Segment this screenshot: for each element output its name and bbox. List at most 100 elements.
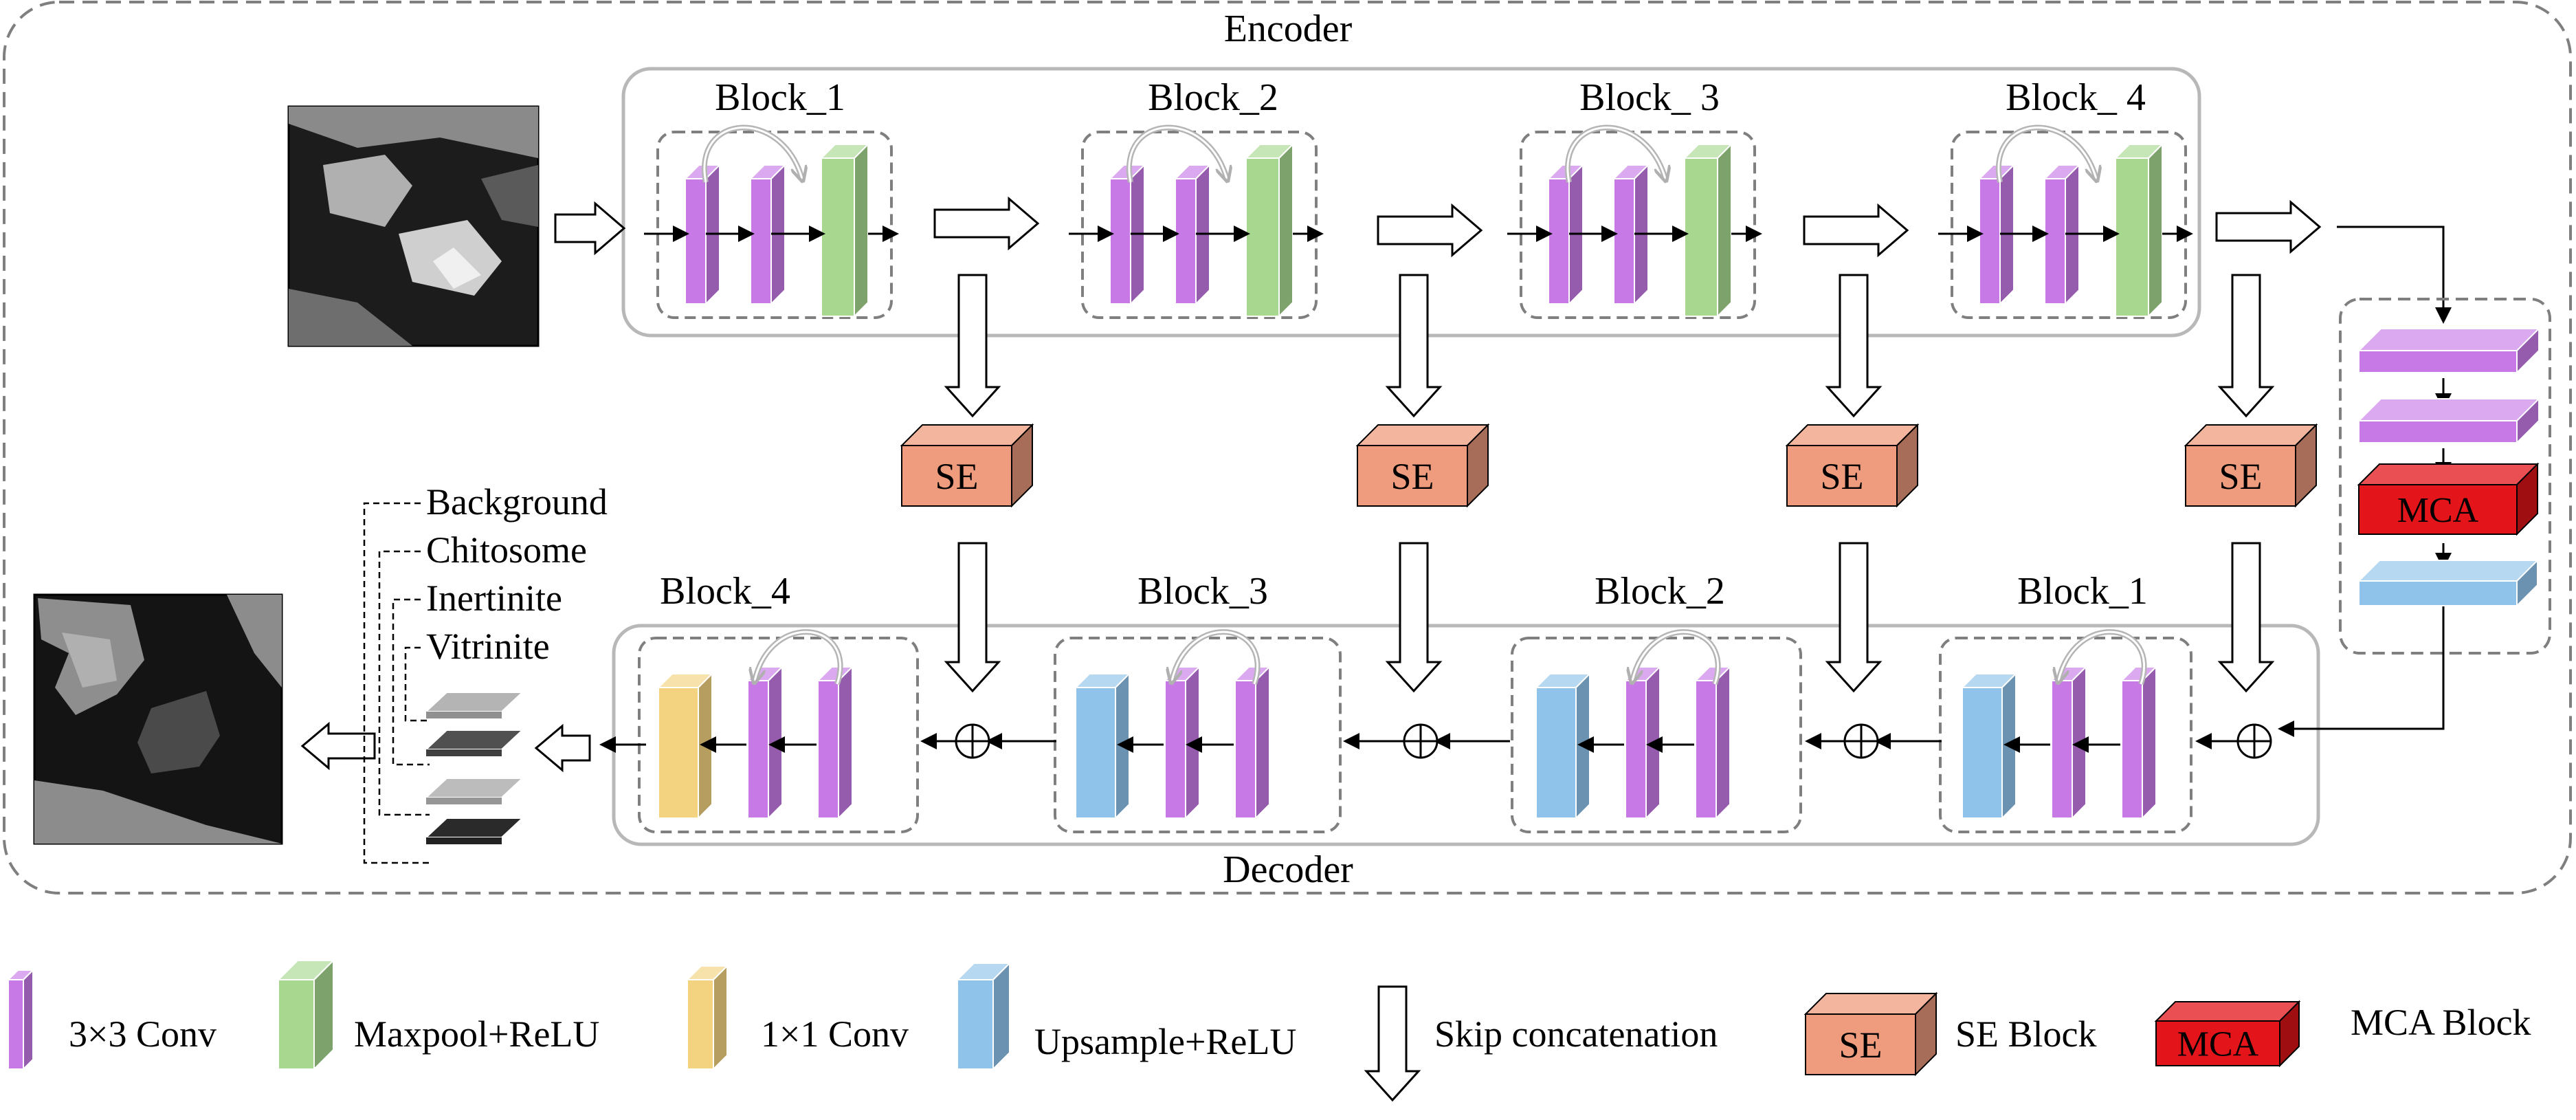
decoder-block-frame (638, 637, 919, 833)
conv3x3-layer (1694, 665, 1732, 820)
decoder-block-title: Block_3 (1137, 570, 1268, 613)
bottleneck-connector (2337, 226, 2452, 324)
conv3x3-layer (1173, 163, 1212, 306)
conv3x3-layer (816, 665, 854, 820)
mca-conv-slab (2357, 327, 2541, 375)
class-leader-line (378, 550, 430, 816)
legend-label: SE Block (1955, 1013, 2097, 1055)
class-map-layer (424, 729, 524, 750)
skip-arrow-down (2217, 274, 2275, 418)
decoder-container (612, 624, 2320, 846)
encoder-block-title: Block_1 (715, 76, 845, 119)
concat-node (955, 723, 990, 759)
mca-output-connector (2278, 606, 2445, 737)
legend-label: Upsample+ReLU (1034, 1021, 1296, 1062)
se-label: SE (1820, 456, 1863, 497)
encoder-title: Encoder (1224, 8, 1353, 50)
output-arrow (534, 723, 591, 773)
skip-arrow-down (1385, 274, 1443, 418)
maxpool-layer (2113, 142, 2164, 318)
skip-arrow-down (2217, 542, 2275, 693)
upsample-layer (1534, 672, 1592, 820)
se-block: SE (1355, 423, 1490, 508)
legend-label: Maxpool+ReLU (354, 1013, 599, 1055)
skip-arrow-down (1385, 542, 1443, 693)
decoder-block-frame (1939, 637, 2192, 833)
legend-label: Skip concatenation (1434, 1013, 1718, 1055)
legend-mca-text: MCA (2177, 1025, 2259, 1064)
outer-frame (3, 1, 2572, 894)
upsample-layer (1074, 672, 1131, 820)
downsample-arrow (1803, 203, 1909, 258)
se-label: SE (1390, 456, 1434, 497)
class-map-layer-edge (426, 749, 502, 756)
legend-label: 3×3 Conv (69, 1013, 216, 1055)
se-block: SE (900, 423, 1034, 508)
legend-label: MCA Block (2351, 1002, 2531, 1043)
input-image (287, 105, 540, 347)
skip-arrow-down (944, 542, 1001, 693)
output-segmentation-image (33, 593, 283, 845)
class-leader-line (404, 646, 430, 722)
mca-label: MCA (2397, 491, 2479, 530)
encoder-block-title: Block_2 (1148, 76, 1278, 119)
maxpool-layer (1683, 142, 1733, 318)
residual-curve-arrow (1565, 124, 1665, 182)
mca-conv-slab (2357, 397, 2541, 445)
residual-curve-arrow (1126, 124, 1227, 182)
decoder-block-title: Block_4 (660, 570, 790, 613)
encoder-block-frame (1081, 131, 1318, 319)
class-leader-line (363, 502, 430, 864)
residual-curve-arrow (1632, 629, 1721, 684)
encoder-block-title: Block_ 3 (1579, 76, 1720, 119)
mca-upsample-slab (2357, 558, 2540, 608)
mca-block: MCA (2357, 462, 2540, 536)
decoder-title: Decoder (1223, 848, 1353, 891)
skip-arrow-down (944, 274, 1001, 418)
se-block: SE (2184, 423, 2318, 508)
conv3-slab-icon (6, 968, 35, 1071)
se-box-icon: SE (1803, 991, 1938, 1077)
downsample-arrow (933, 196, 1040, 251)
se-label: SE (935, 456, 978, 497)
upsample-slab-icon (955, 961, 1012, 1071)
residual-curve-arrow (1172, 629, 1261, 684)
encoder-block-frame (656, 131, 893, 319)
class-label: Vitrinite (426, 626, 550, 667)
decoder-block-title: Block_2 (1595, 570, 1725, 613)
conv1x1-layer (656, 672, 714, 820)
conv3x3-layer (2050, 665, 2088, 820)
downsample-arrow (2215, 199, 2322, 254)
encoder-block-frame (1520, 131, 1756, 319)
conv3x3-layer (746, 665, 784, 820)
residual-curve-arrow (2058, 629, 2147, 684)
skip-arrow-down (1825, 274, 1883, 418)
skip-arrow-down (1825, 542, 1883, 693)
legend-label: 1×1 Conv (761, 1013, 909, 1055)
final-output-arrow (300, 721, 376, 771)
maxpool-layer (1244, 142, 1295, 318)
residual-curve-arrow (1996, 124, 2096, 182)
se-label: SE (2219, 456, 2262, 497)
downsample-arrow (1377, 203, 1483, 258)
class-label: Background (426, 481, 608, 523)
decoder-block-title: Block_1 (2017, 570, 2148, 613)
mca-dashed-frame (2339, 298, 2551, 655)
class-label: Chitosome (426, 529, 587, 571)
maxpool-layer (819, 142, 870, 318)
conv3x3-layer (2120, 665, 2158, 820)
concat-node (2236, 723, 2272, 759)
conv3x3-layer (1233, 665, 1272, 820)
class-map-layer-edge (426, 712, 502, 718)
conv1-slab-icon (685, 964, 729, 1071)
residual-curve-arrow (755, 629, 843, 684)
class-leader-line (392, 598, 430, 766)
class-map-layer (424, 778, 524, 798)
class-map-layer (424, 817, 524, 838)
conv3x3-layer (1163, 665, 1201, 820)
down-arrow-icon (1364, 985, 1421, 1102)
class-map-layer-edge (426, 837, 502, 844)
input-arrow (554, 201, 626, 256)
encoder-block-title: Block_ 4 (2006, 76, 2146, 119)
